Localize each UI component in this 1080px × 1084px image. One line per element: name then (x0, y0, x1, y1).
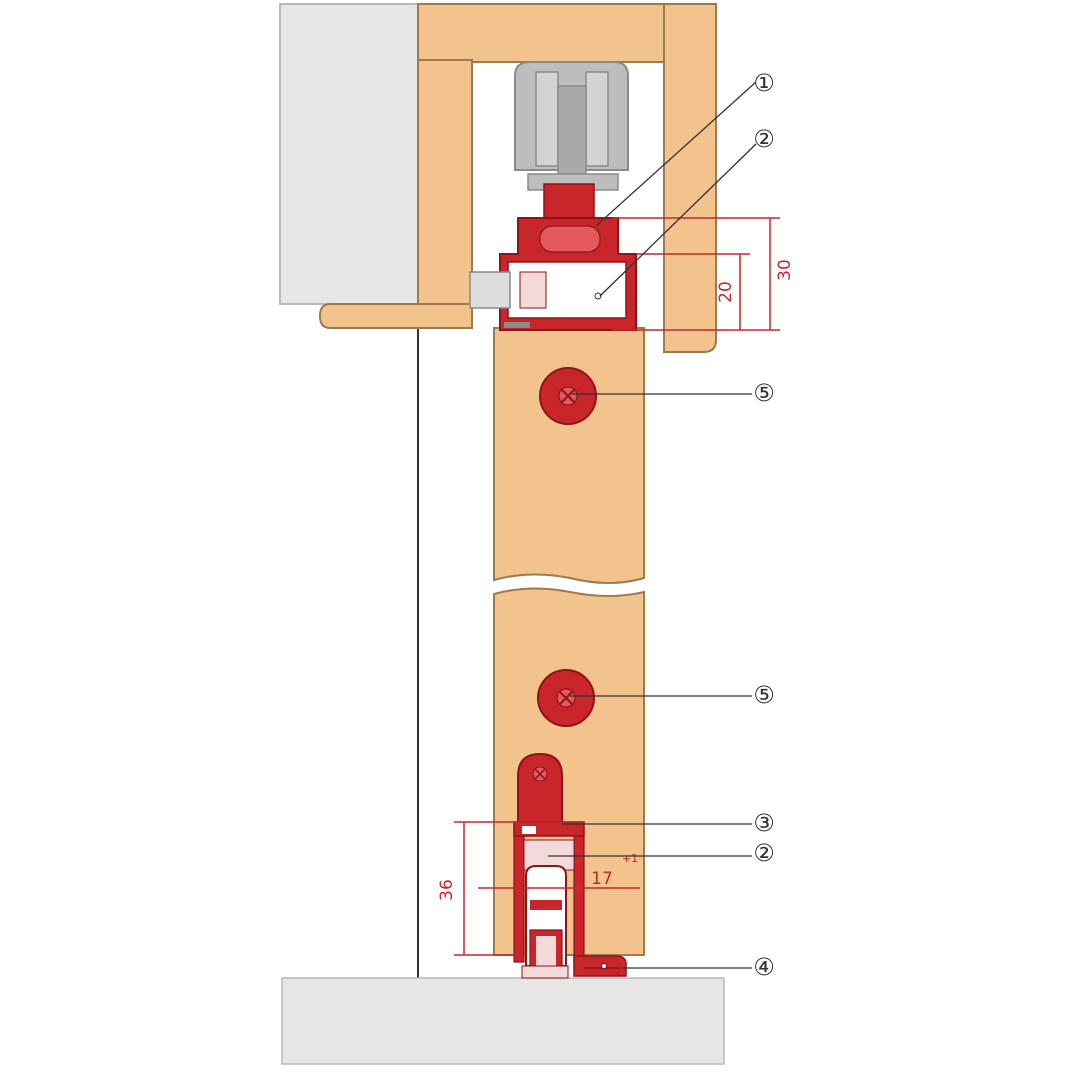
callout-4: ④ (753, 953, 775, 981)
callout-1: ① (753, 69, 775, 97)
dimension-bottom-36 (454, 821, 584, 956)
dimension-top-outer-label: 30 (775, 259, 795, 281)
dimension-top-30 (612, 217, 780, 331)
leader-lines (548, 81, 757, 969)
callout-2-top: ② (753, 125, 775, 153)
dimension-bottom-tolerance-label: +1 (622, 852, 638, 865)
callout-5-lower: ⑤ (753, 681, 775, 709)
frame-right-post (663, 3, 717, 353)
door-panel-upper (493, 327, 645, 584)
dimension-top-20 (636, 253, 750, 330)
floor-block (281, 977, 725, 1065)
roller-carriage (514, 61, 629, 191)
callout-3: ③ (753, 809, 775, 837)
screw-upper (539, 367, 597, 425)
callout-5-upper: ⑤ (753, 379, 775, 407)
bottom-guide-hardware (513, 752, 627, 979)
top-track-hardware (469, 183, 637, 331)
callout-2-bottom: ② (753, 839, 775, 867)
dimension-top-inner-label: 20 (716, 281, 736, 303)
screw-lower (537, 669, 595, 727)
frame-left-post (417, 59, 473, 329)
frame-shelf (318, 303, 473, 329)
wall-block (279, 3, 419, 305)
dimension-bottom-width-label: 17 (591, 869, 613, 889)
frame-top-beam (417, 3, 667, 63)
dimension-bottom-height-label: 36 (437, 879, 457, 901)
